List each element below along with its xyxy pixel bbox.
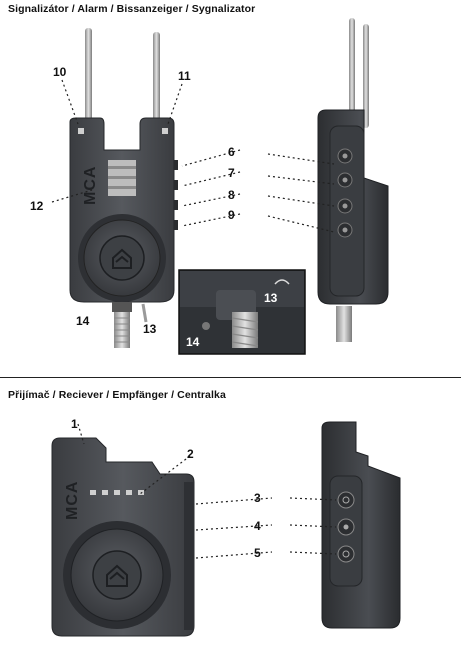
leader-lines [51,79,337,559]
callout-4: 4 [254,519,261,533]
alarm-mca-wordmark: MCA [82,166,99,205]
section-divider [0,377,461,378]
callout-1: 1 [71,417,78,431]
receiver-button-5 [337,545,355,563]
callout-11: 11 [178,69,191,83]
callout-numbers: 10 11 6 7 8 9 12 14 13 13 14 1 2 3 4 5 [30,65,278,560]
mca-logo-icon [112,248,132,269]
right-snag-ear [153,32,160,124]
right-ear-lamp [162,128,168,134]
callout-3: 3 [254,491,261,505]
hanger-pin [141,303,148,323]
receiver-side-view [321,421,401,629]
callout-6: 6 [228,145,235,159]
left-snag-ear [85,28,92,124]
receiver-button-3 [337,491,355,509]
receiver-logo-icon [106,564,128,587]
callout-14-front: 14 [76,314,90,328]
receiver-mca-wordmark: MCA [64,481,81,520]
receiver-front-view: MCA [51,437,195,637]
callout-10: 10 [53,65,67,79]
callout-14-inset: 14 [186,335,200,349]
left-ear-lamp [78,128,84,134]
callout-13-front: 13 [143,322,157,336]
callout-12: 12 [30,199,44,213]
detail-inset [178,269,306,355]
callout-8: 8 [228,188,235,202]
callout-9: 9 [228,208,235,222]
receiver-section-heading: Přijímač / Reciever / Empfänger / Centra… [8,389,226,401]
callout-2: 2 [187,447,194,461]
callout-13-inset: 13 [264,291,278,305]
side-snag-ear-1 [349,18,355,128]
side-buttons [337,148,353,238]
alarm-side-view [317,18,389,342]
alarm-thread [112,302,132,312]
side-snag-ear-2 [363,24,369,128]
callout-5: 5 [254,546,261,560]
callout-7: 7 [228,166,235,180]
alarm-section-heading: Signalizátor / Alarm / Bissanzeiger / Sy… [8,3,256,15]
alarm-front-view: MCA [69,28,178,348]
